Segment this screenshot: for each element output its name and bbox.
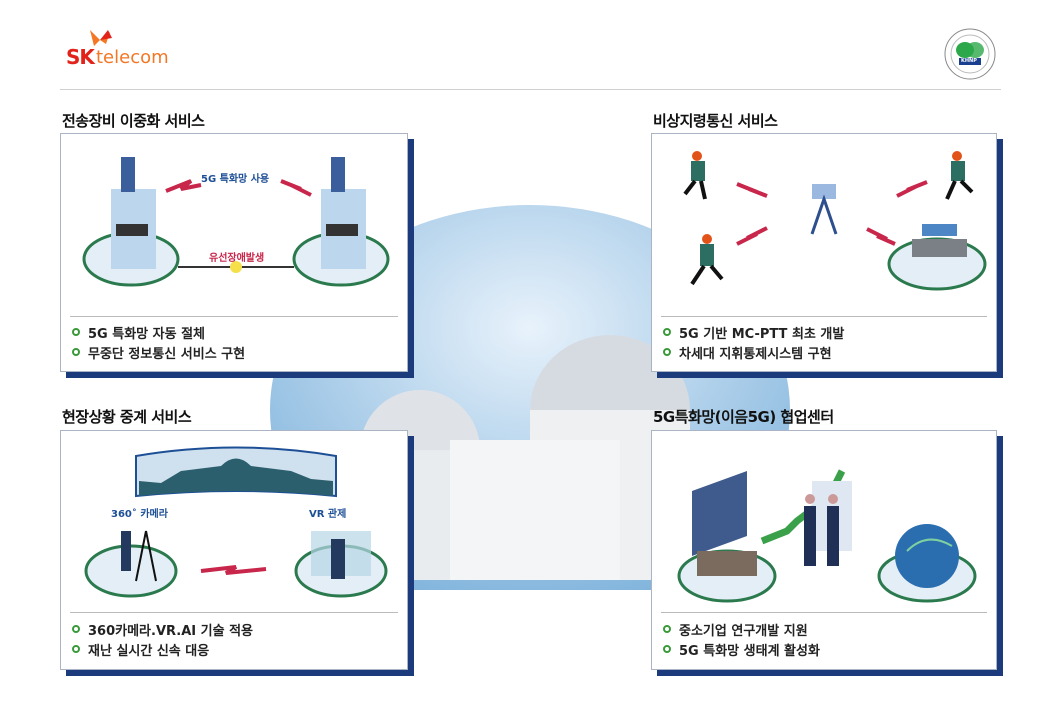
redundancy-illustration xyxy=(82,157,390,287)
bullet-icon xyxy=(72,645,80,653)
bullet-item: 360카메라.VR.AI 기술 적용 xyxy=(72,619,253,639)
panel-emergency: 5G 기반 MC-PTT 최초 개발 차세대 지휘통제시스템 구현 xyxy=(651,133,997,372)
panel-divider xyxy=(70,612,398,613)
section-title-collab-center: 5G특화망(이음5G) 협업센터 xyxy=(653,408,834,426)
bullet-item: 중소기업 연구개발 지원 xyxy=(663,619,820,639)
bullet-icon xyxy=(72,328,80,336)
bullet-icon xyxy=(72,625,80,633)
bullet-icon xyxy=(663,625,671,633)
khnp-seal-logo: KHNP xyxy=(944,28,996,80)
logo-telecom-text: telecom xyxy=(96,47,169,68)
panel-divider xyxy=(661,316,987,317)
bullet-item: 5G 특화망 생태계 활성화 xyxy=(663,639,820,659)
bullet-item: 5G 기반 MC-PTT 최초 개발 xyxy=(663,322,844,342)
section-title-emergency: 비상지령통신 서비스 xyxy=(653,112,778,130)
panel-redundancy: 5G 특화망 사용 유선장애발생 5G 특화망 자동 절체 무중단 정보통신 서… xyxy=(60,133,408,372)
sk-telecom-logo: SK telecom xyxy=(66,28,176,69)
bullet-item: 재난 실시간 신속 대응 xyxy=(72,639,253,659)
bullet-icon xyxy=(663,328,671,336)
bullet-item: 차세대 지휘통제시스템 구현 xyxy=(663,342,844,362)
section-title-redundancy: 전송장비 이중화 서비스 xyxy=(62,112,205,130)
field-relay-illustration xyxy=(84,446,388,598)
label-5g-network: 5G 특화망 사용 xyxy=(201,174,270,185)
bullet-icon xyxy=(663,348,671,356)
sk-butterfly-icon xyxy=(90,30,112,46)
emergency-comm-illustration xyxy=(683,151,987,291)
khnp-text: KHNP xyxy=(961,58,977,64)
bullet-item: 무중단 정보통신 서비스 구현 xyxy=(72,342,245,362)
logo-sk-text: SK xyxy=(66,45,95,69)
section-title-field-relay: 현장상황 중계 서비스 xyxy=(62,408,192,426)
panel-collab-center: 중소기업 연구개발 지원 5G 특화망 생태계 활성화 xyxy=(651,430,997,670)
label-360-camera: 360˚ 카메라 xyxy=(111,509,168,520)
header-divider xyxy=(60,89,1001,90)
panel-divider xyxy=(661,612,987,613)
bullet-icon xyxy=(663,645,671,653)
label-vr-control: VR 관제 xyxy=(309,509,347,520)
panel-field-relay: 360˚ 카메라 VR 관제 360카메라.VR.AI 기술 적용 재난 실시간… xyxy=(60,430,408,670)
bullet-item: 5G 특화망 자동 절체 xyxy=(72,322,245,342)
label-wired-failure: 유선장애발생 xyxy=(209,253,265,264)
collab-center-illustration xyxy=(677,469,977,603)
panel-divider xyxy=(70,316,398,317)
bullet-icon xyxy=(72,348,80,356)
